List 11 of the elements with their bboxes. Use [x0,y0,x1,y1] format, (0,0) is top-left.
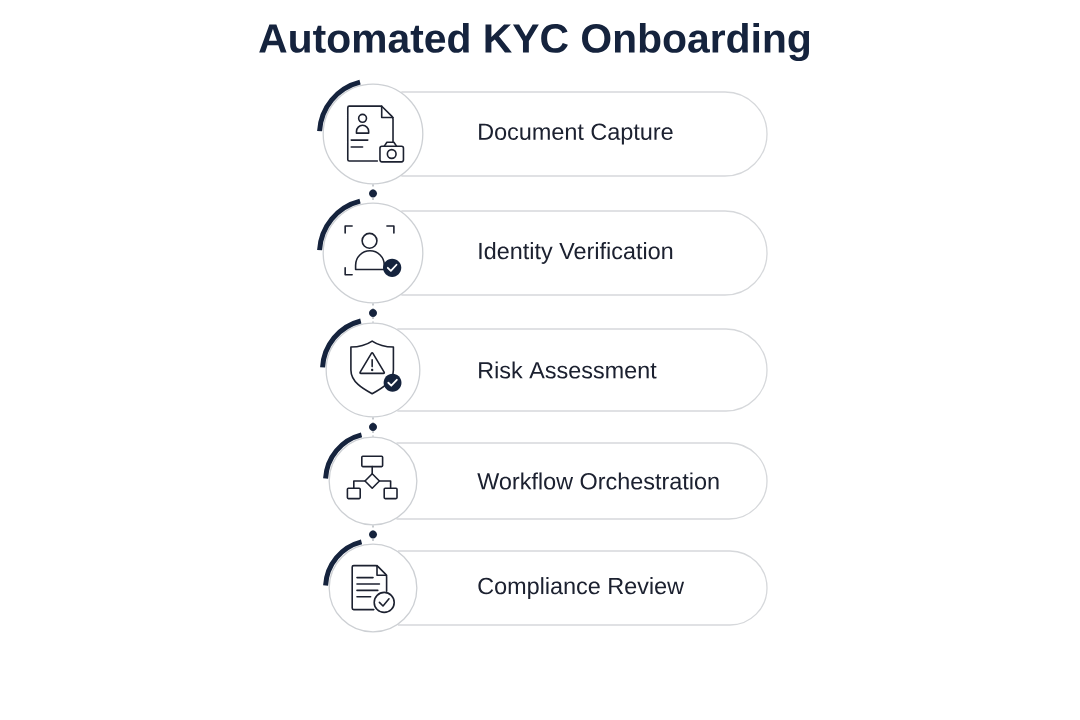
step-circle [322,83,424,185]
step-circle [325,322,421,418]
step-circle [322,202,424,304]
step-circle [328,436,418,526]
step-pill: Identity Verification [400,210,768,296]
step-pill: Compliance Review [397,550,768,626]
step-pill: Document Capture [400,91,768,177]
title: Automated KYC Onboarding [259,22,810,62]
step-circle [328,543,418,633]
step-pill: Workflow Orchestration [395,442,768,520]
step-pill: Risk Assessment [396,328,768,412]
